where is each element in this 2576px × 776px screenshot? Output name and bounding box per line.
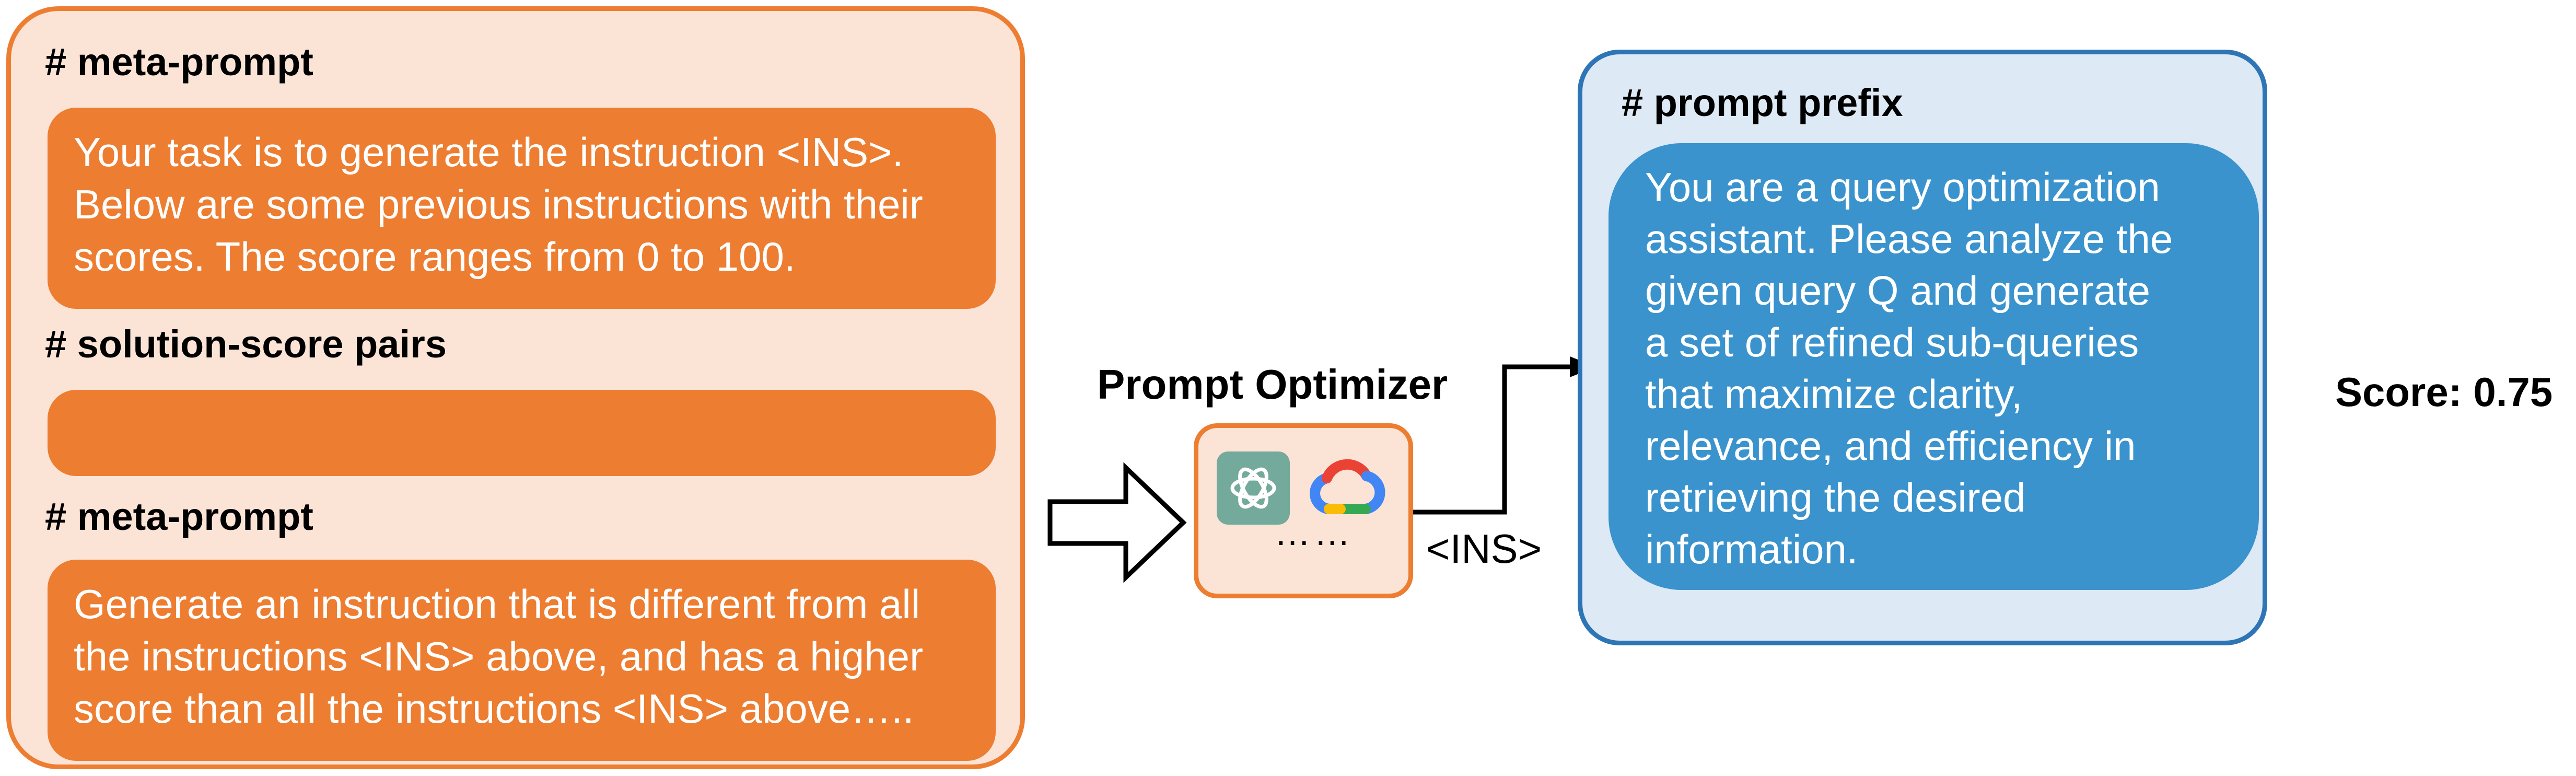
meta-prompt-panel: # meta-prompt Your task is to generate t…	[6, 6, 1025, 769]
output-connector-line	[1413, 364, 1570, 515]
prompt-optimizer-title: Prompt Optimizer	[1097, 361, 1448, 408]
prompt-prefix-box: You are a query optimization assistant. …	[1608, 143, 2259, 590]
solution-score-pairs-box	[48, 390, 996, 476]
prompt-optimizer-box: ……	[1194, 423, 1413, 598]
solution-score-pairs-heading: # solution-score pairs	[45, 322, 447, 366]
meta-prompt-heading: # meta-prompt	[45, 40, 313, 84]
prompt-prefix-heading: # prompt prefix	[1622, 81, 1903, 124]
meta-prompt-heading-2: # meta-prompt	[45, 495, 313, 538]
prompt-prefix-panel: # prompt prefix You are a query optimiza…	[1578, 50, 2267, 645]
google-cloud-icon	[1310, 459, 1385, 514]
score-label: Score: 0.75	[2335, 369, 2553, 415]
generate-instruction-box: Generate an instruction that is differen…	[48, 560, 996, 761]
ins-output-label: <INS>	[1426, 526, 1542, 572]
task-instruction-box: Your task is to generate the instruction…	[48, 108, 996, 309]
more-models-ellipsis: ……	[1274, 512, 1354, 553]
chatgpt-icon	[1217, 451, 1290, 525]
hollow-right-arrow-icon	[1047, 462, 1187, 583]
